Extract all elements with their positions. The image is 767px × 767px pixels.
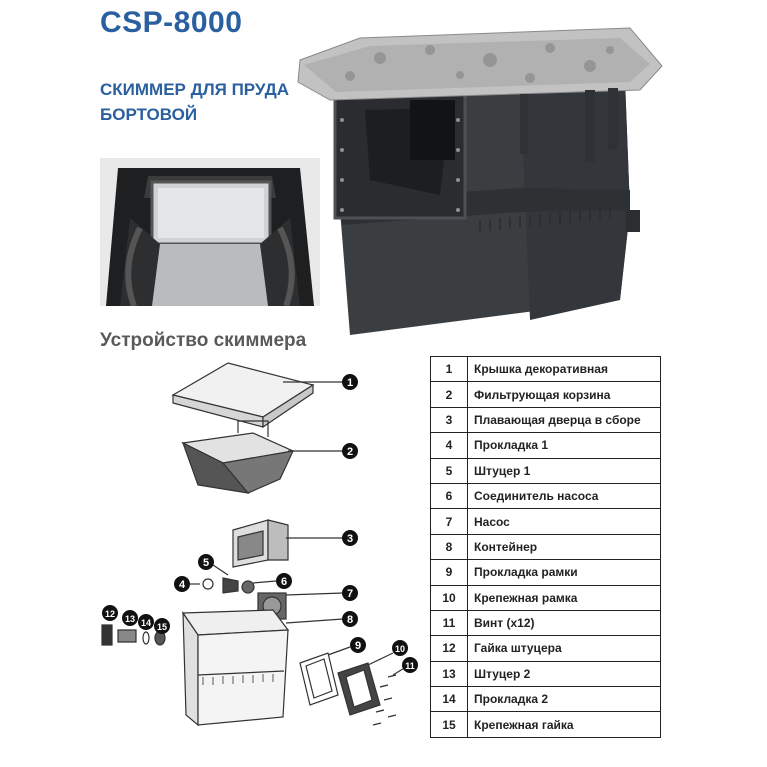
part-name: Штуцер 2 [467,660,661,688]
callout-6 [276,573,292,589]
callout-8 [342,611,358,627]
part-number: 5 [430,457,468,484]
part-name: Прокладка 2 [467,686,661,713]
callout-8-label: 8 [347,614,353,626]
product-model-title: CSP-8000 [100,6,243,39]
callout-5 [198,554,214,570]
skimmer-inside-photo [100,158,320,306]
callout-5-label: 5 [203,557,209,569]
callout-15 [154,618,170,634]
part-number: 2 [430,381,468,408]
part-number: 15 [430,711,468,738]
part-number: 9 [430,559,468,586]
callout-10 [392,640,408,656]
part-name: Крепежная рамка [467,584,661,611]
callout-4-label: 4 [179,579,186,591]
callout-14-label: 14 [141,618,151,628]
callout-12 [102,605,118,621]
callout-6-label: 6 [281,576,287,588]
callout-10-label: 10 [395,644,405,654]
callout-11-label: 11 [405,661,415,671]
part-name: Крышка декоративная [467,355,661,383]
callout-3-label: 3 [347,533,353,545]
part-name: Фильтрующая корзина [467,381,661,408]
part-name: Винт (x12) [467,609,661,637]
callout-3 [342,530,358,546]
exploded-diagram: 1 2 3 4 5 6 7 8 9 10 11 12 13 14 15 [101,362,418,727]
part-name: Крепежная гайка [467,711,661,738]
callout-badges: 1 2 3 4 5 6 7 8 9 10 11 12 13 14 15 [102,374,418,673]
callout-2 [342,443,358,459]
callout-12-label: 12 [105,609,115,619]
part-number: 11 [430,609,468,637]
part-number: 1 [430,355,468,383]
part-name: Прокладка 1 [467,432,661,459]
callout-13 [122,610,138,626]
part-number: 3 [430,406,468,434]
part-number: 6 [430,482,468,510]
part-number: 7 [430,508,468,535]
part-name: Штуцер 1 [467,457,661,484]
part-number: 14 [430,686,468,713]
subtitle-line-1: СКИММЕР ДЛЯ ПРУДА [100,80,290,99]
callout-15-label: 15 [157,622,167,632]
part-number: 4 [430,432,468,459]
part-name: Плавающая дверца в сборе [467,406,661,434]
callout-9-label: 9 [355,640,361,652]
skimmer-product-photo [297,27,663,335]
part-name: Насос [467,508,661,535]
callout-7 [342,585,358,601]
part-name: Прокладка рамки [467,559,661,586]
callout-9 [350,637,366,653]
part-name: Контейнер [467,533,661,561]
part-number: 13 [430,660,468,688]
diagram-heading: Устройство скиммера [100,330,307,351]
callout-1-label: 1 [347,377,353,389]
subtitle-line-2: БОРТОВОЙ [100,105,198,124]
callout-7-label: 7 [347,588,353,600]
part-name: Соединитель насоса [467,482,661,510]
callout-4 [174,576,190,592]
part-number: 12 [430,635,468,662]
part-name: Гайка штуцера [467,635,661,662]
callout-1 [342,374,358,390]
callout-11 [402,657,418,673]
callout-14 [138,614,154,630]
callout-13-label: 13 [125,614,135,624]
callout-2-label: 2 [347,446,353,458]
part-number: 10 [430,584,468,611]
part-number: 8 [430,533,468,561]
